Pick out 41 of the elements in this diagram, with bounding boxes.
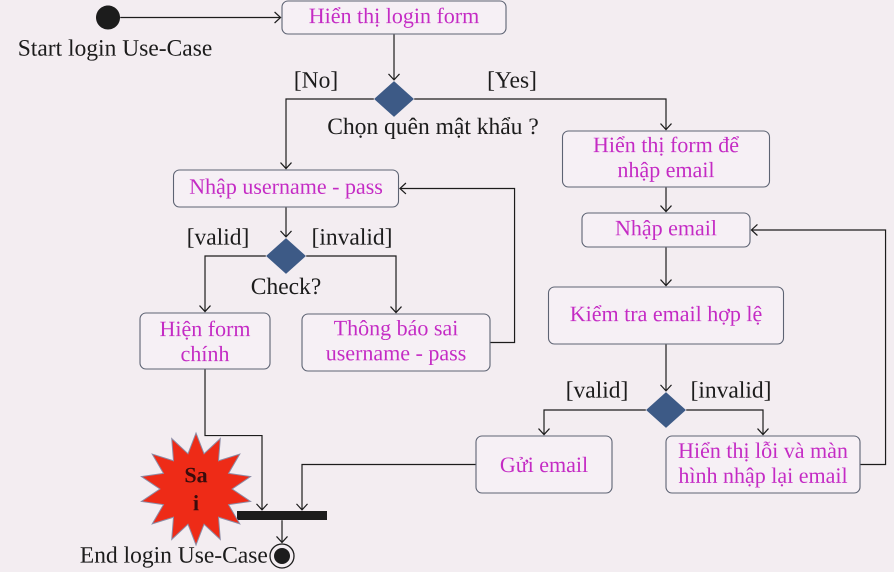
arrow xyxy=(660,188,672,212)
decision-diamond xyxy=(266,238,306,274)
arrow xyxy=(120,12,282,24)
arrow xyxy=(686,409,769,436)
arrow xyxy=(399,182,516,344)
arrow xyxy=(280,98,374,170)
edge-label: [valid] xyxy=(564,380,630,402)
node-caption: Chọn quên mật khẩu ? xyxy=(328,117,538,139)
action-box: Hiển thị form để nhập email xyxy=(562,130,770,188)
action-box: Hiển thị lỗi và màn hình nhập lại email xyxy=(665,435,861,494)
arrow xyxy=(538,409,646,436)
arrow xyxy=(280,208,292,238)
node-caption: End login Use-Case xyxy=(80,546,267,568)
action-box: Nhập username - pass xyxy=(172,169,400,208)
arrow xyxy=(388,34,400,81)
arrow xyxy=(276,520,288,544)
edge-label: [invalid] xyxy=(310,227,394,249)
action-box: Thông báo sai username - pass xyxy=(301,313,491,372)
action-box: Gửi email xyxy=(475,435,613,494)
start-node xyxy=(96,6,120,30)
node-caption: Check? xyxy=(252,278,320,294)
decision-diamond xyxy=(374,81,414,117)
node-caption: Start login Use-Case xyxy=(19,39,212,61)
arrow xyxy=(296,464,476,511)
edge-label: [invalid] xyxy=(690,380,772,402)
end-node xyxy=(269,543,295,569)
decision-diamond xyxy=(646,392,686,428)
arrow xyxy=(199,255,266,312)
edge-label: [No] xyxy=(292,70,340,92)
arrow xyxy=(750,224,886,466)
action-box: Kiểm tra email hợp lệ xyxy=(548,286,784,345)
edge-label: [Yes] xyxy=(486,70,538,92)
arrow xyxy=(660,248,672,286)
action-box: Nhập email xyxy=(581,212,751,248)
action-box: Hiện form chính xyxy=(139,312,271,370)
arrow xyxy=(306,255,402,314)
arrow xyxy=(660,344,672,392)
action-box: Hiển thị login form xyxy=(281,0,507,35)
edge-label: [valid] xyxy=(186,227,250,249)
arrow xyxy=(204,370,268,511)
arrow xyxy=(414,98,672,130)
